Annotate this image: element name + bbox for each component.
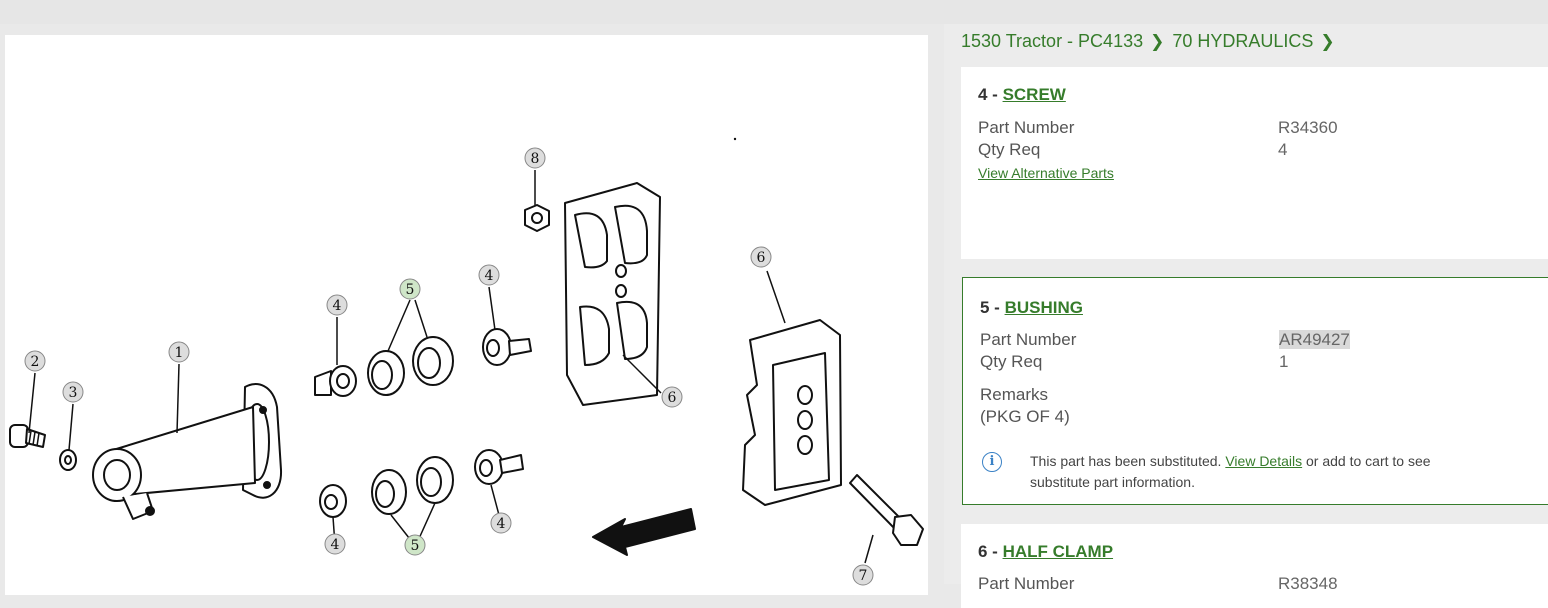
qty-label: Qty Req	[978, 140, 1041, 159]
qty-value: 1	[1279, 352, 1289, 371]
callout-6b[interactable]: 6	[661, 386, 683, 408]
part-name-link[interactable]: HALF CLAMP	[1002, 542, 1114, 561]
callout-2[interactable]: 2	[24, 350, 46, 372]
part-screw-left[interactable]	[9, 424, 46, 448]
callout-5b[interactable]: 5	[404, 534, 426, 556]
part-title: 6 - HALF CLAMP	[978, 542, 1114, 561]
part-number-label: Part Number	[978, 574, 1075, 593]
svg-text:3: 3	[69, 385, 78, 401]
breadcrumb: 1530 Tractor - PC4133 ❯ 70 HYDRAULICS ❯	[961, 31, 1343, 52]
part-title: 4 - SCREW	[978, 85, 1066, 104]
callout-1[interactable]: 1	[168, 341, 190, 363]
svg-text:4: 4	[333, 298, 342, 314]
part-number-value[interactable]: AR49427	[1279, 330, 1350, 349]
remarks-label: Remarks	[980, 385, 1049, 404]
part-number-value: R34360	[1278, 118, 1338, 137]
part-tube-assembly[interactable]	[92, 383, 283, 520]
svg-text:7: 7	[859, 568, 868, 584]
view-details-link[interactable]: View Details	[1225, 453, 1303, 469]
top-bar	[0, 0, 1548, 24]
chevron-right-icon: ❯	[1320, 32, 1335, 51]
part-card-screw[interactable]: 4 - SCREW Part Number R34360 Qty Req 4 V…	[961, 67, 1548, 259]
part-number-value: R38348	[1278, 574, 1338, 593]
part-bushing-upper[interactable]	[314, 328, 532, 397]
parts-list-pane: 1530 Tractor - PC4133 ❯ 70 HYDRAULICS ❯ 4 -…	[944, 24, 1548, 608]
view-alternative-parts-link[interactable]: View Alternative Parts	[978, 165, 1114, 181]
part-number-label: Part Number	[980, 330, 1077, 349]
part-card-bushing[interactable]: 5 - BUSHING Part Number AR49427 Qty Req …	[962, 277, 1548, 505]
direction-arrow-icon	[592, 508, 696, 556]
parts-diagram-panel[interactable]: 1 2 3 4 4 4 4 5 5 6 6 7 8	[5, 35, 928, 595]
callout-6a[interactable]: 6	[750, 246, 772, 268]
part-number-label: Part Number	[978, 118, 1075, 137]
svg-text:2: 2	[31, 354, 40, 370]
svg-text:6: 6	[668, 390, 677, 406]
info-icon: i	[982, 452, 1002, 472]
qty-value: 4	[1278, 140, 1288, 159]
part-name-link[interactable]: SCREW	[1002, 85, 1066, 104]
part-title: 5 - BUSHING	[980, 298, 1083, 317]
callout-5a[interactable]: 5	[399, 278, 421, 300]
part-half-clamp-lower[interactable]	[742, 319, 842, 506]
svg-text:5: 5	[411, 538, 420, 554]
svg-text:4: 4	[485, 268, 494, 284]
part-bolt[interactable]	[849, 474, 924, 546]
callout-8[interactable]: 8	[524, 147, 546, 169]
svg-text:1: 1	[175, 345, 184, 361]
remarks-value: (PKG OF 4)	[980, 407, 1070, 426]
callout-4c[interactable]: 4	[324, 533, 346, 555]
qty-label: Qty Req	[980, 352, 1043, 371]
callout-4b[interactable]: 4	[478, 264, 500, 286]
part-name-link[interactable]: BUSHING	[1004, 298, 1083, 317]
svg-text:4: 4	[497, 516, 506, 532]
svg-text:6: 6	[757, 250, 766, 266]
callout-7[interactable]: 7	[852, 564, 874, 586]
svg-text:5: 5	[406, 282, 415, 298]
part-half-clamp-upper[interactable]	[564, 182, 661, 406]
breadcrumb-item-section[interactable]: 70 HYDRAULICS	[1172, 31, 1314, 51]
callout-4a[interactable]: 4	[326, 294, 348, 316]
part-card-half-clamp[interactable]: 6 - HALF CLAMP Part Number R38348	[961, 524, 1548, 608]
svg-text:8: 8	[531, 151, 540, 167]
part-bushing-lower[interactable]	[319, 449, 524, 518]
breadcrumb-item-model[interactable]: 1530 Tractor - PC4133	[961, 31, 1144, 51]
callout-4d[interactable]: 4	[490, 512, 512, 534]
callout-3[interactable]: 3	[62, 381, 84, 403]
svg-text:4: 4	[331, 537, 340, 553]
parts-diagram: 1 2 3 4 4 4 4 5 5 6 6 7 8	[9, 137, 924, 586]
chevron-right-icon: ❯	[1150, 32, 1165, 51]
substitution-notice: This part has been substituted. View Det…	[1030, 453, 1431, 490]
